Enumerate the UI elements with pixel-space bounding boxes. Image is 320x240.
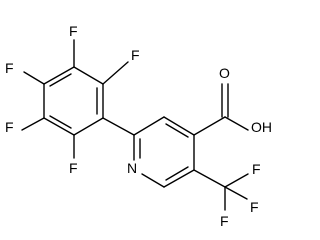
fluorine-atom: F [131, 47, 140, 63]
oxygen-atom: O [219, 65, 230, 81]
fluorine-bonds [21, 39, 129, 159]
bond [163, 116, 195, 136]
bond [224, 116, 249, 131]
fluorine-atom: F [220, 213, 229, 229]
bond [141, 173, 165, 188]
bond [133, 116, 165, 136]
biaryl-bond [102, 117, 135, 136]
bond [224, 173, 249, 188]
nitrogen-atom: N [127, 160, 137, 176]
bond [73, 117, 104, 136]
fluorine-atom: F [69, 23, 78, 39]
double-bond-inner [49, 73, 72, 87]
double-bond-inner [165, 166, 189, 181]
fluorine-atom: F [69, 160, 78, 176]
bond [21, 117, 45, 131]
fluorine-atom: F [5, 60, 14, 76]
bond [43, 117, 75, 136]
carboxylic-acid-bonds [193, 83, 249, 136]
bond [193, 116, 226, 136]
bond [43, 66, 75, 85]
trifluoromethyl-bonds [193, 169, 249, 211]
bond [23, 71, 45, 85]
bond [193, 169, 226, 188]
fluorine-atom: F [252, 161, 261, 177]
pentafluorophenyl-ring [43, 66, 104, 136]
atom-labels: F F F F F N O OH F F F [5, 23, 272, 229]
bond [224, 186, 248, 200]
bond [163, 169, 195, 188]
bond [73, 66, 104, 85]
fluorine-atom: F [5, 119, 14, 135]
fluorine-atom: F [250, 199, 259, 215]
bond [102, 61, 129, 85]
double-bond-inner [165, 123, 189, 138]
double-bond-inner [49, 115, 72, 129]
pyridine-ring [133, 116, 195, 188]
hydroxyl-group: OH [251, 119, 272, 135]
molecule-structure: F F F F F N O OH F F F [5, 23, 272, 229]
